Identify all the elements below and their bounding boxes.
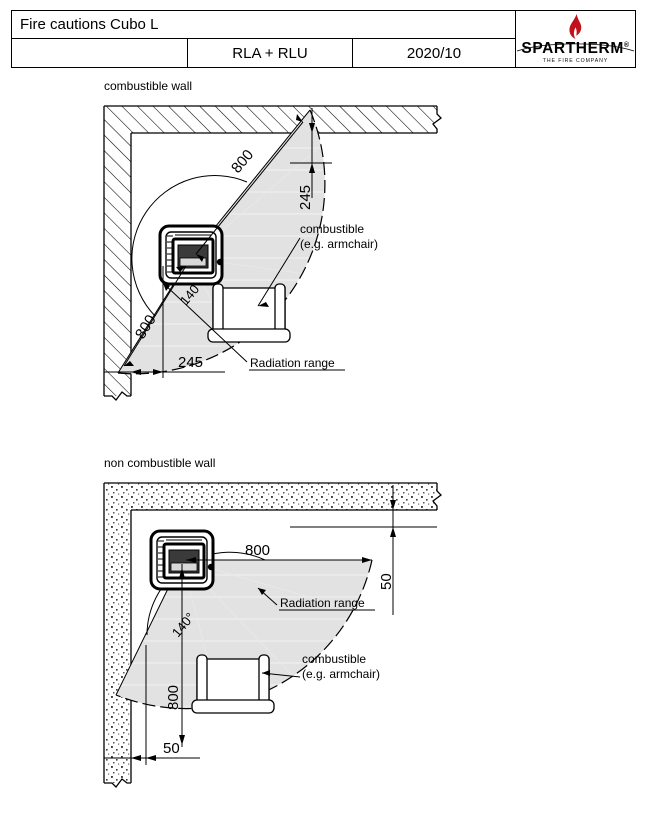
dimension-horizontal-245: 245 [104, 266, 225, 378]
dimension-radius-vertical: 800 [165, 564, 185, 747]
stove-unit-cubo-l [158, 224, 224, 286]
radiation-range-label: Radiation range [250, 356, 335, 370]
logo-brand-text: SPARTHERM [521, 39, 624, 57]
meta-row: RLA + RLU 2020/10 [12, 39, 515, 67]
logo-sweep-line [516, 43, 635, 52]
spartherm-logo: SPARTHERM® THE FIRE COMPANY [516, 11, 635, 67]
dimension-label-245-vertical: 245 [297, 185, 314, 210]
model-type-cell: RLA + RLU [188, 39, 353, 67]
wall-label-non-combustible: non combustible wall [104, 456, 215, 470]
dimension-label-50-vertical: 50 [378, 573, 395, 590]
title-block: Fire cautions Cubo L RLA + RLU 2020/10 S… [11, 10, 636, 68]
dimension-radius-horizontal: 800 [186, 542, 372, 563]
page-title: Fire cautions Cubo L [20, 16, 159, 33]
diagram-combustible-wall: combustible wall [0, 78, 647, 418]
furniture-label-line2: (e.g. armchair) [302, 667, 380, 681]
armchair-symbol [191, 654, 275, 714]
wall-label-combustible: combustible wall [104, 79, 192, 93]
revision-date-cell: 2020/10 [406, 44, 462, 62]
registered-mark: ® [623, 41, 630, 49]
title-block-text-area: Fire cautions Cubo L RLA + RLU 2020/10 [12, 11, 516, 67]
dimension-vertical-50: 50 [290, 485, 437, 615]
radiation-range-label: Radiation range [280, 596, 365, 610]
armchair-symbol [207, 283, 291, 343]
furniture-label-line1: combustible [300, 222, 364, 236]
dimension-label-245-horizontal: 245 [178, 354, 203, 371]
stove-unit-cubo-l [149, 529, 215, 591]
blank-cell [12, 39, 188, 67]
title-row: Fire cautions Cubo L [12, 11, 515, 39]
logo-wordmark: SPARTHERM® [521, 39, 630, 57]
dimension-label-50-horizontal: 50 [163, 740, 180, 757]
furniture-label-line2: (e.g. armchair) [300, 237, 378, 251]
furniture-callout: combustible (e.g. armchair) [257, 222, 378, 307]
flame-icon [568, 14, 581, 39]
dimension-label-800-vertical: 800 [165, 685, 182, 710]
radiation-callout: Radiation range [257, 587, 375, 611]
dimension-horizontal-50: 50 [104, 645, 200, 765]
dimension-label-800-upper: 800 [228, 146, 257, 176]
radiation-callout: Radiation range [162, 282, 345, 371]
logo-tagline: THE FIRE COMPANY [542, 58, 609, 64]
diagram-non-combustible-wall: non combustible wall [0, 455, 647, 805]
furniture-label-line1: combustible [302, 652, 366, 666]
furniture-callout: combustible (e.g. armchair) [261, 652, 380, 681]
dimension-vertical-245: 245 [290, 108, 332, 210]
dimension-label-800-horizontal: 800 [245, 542, 270, 559]
